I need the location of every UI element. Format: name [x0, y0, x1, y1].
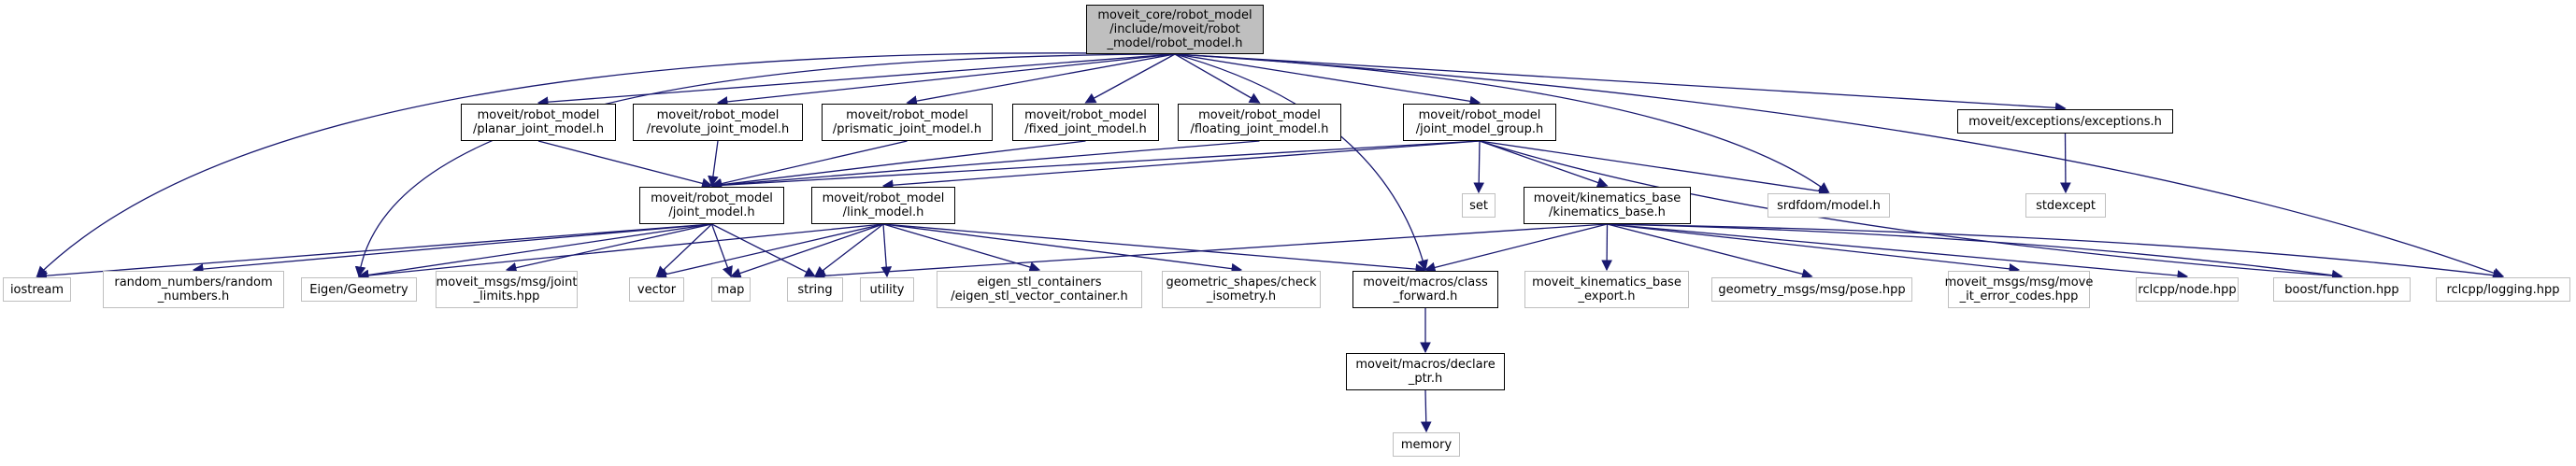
graph-node-string: string [787, 277, 843, 302]
edge-kinematics-base-h-to-class-forward-h [1424, 223, 1608, 274]
graph-node-map: map [711, 277, 751, 302]
edge-exceptions-h-to-stdexcept [2060, 133, 2071, 194]
graph-node-floating-joint-model-h[interactable]: moveit/robot_model /floating_joint_model… [1178, 104, 1341, 141]
graph-node-kinematics-base-h[interactable]: moveit/kinematics_base /kinematics_base.… [1524, 187, 1691, 224]
edge-link-model-h-to-map [729, 223, 884, 279]
graph-node-declare-ptr-h[interactable]: moveit/macros/declare _ptr.h [1346, 353, 1505, 390]
graph-node-eigen-stl-h: eigen_stl_containers /eigen_stl_vector_c… [937, 271, 1142, 308]
edge-robot-model-h-to-iostream [36, 52, 1176, 277]
graph-node-vector: vector [629, 277, 684, 302]
edge-link-model-h-to-utility [880, 223, 893, 278]
graph-node-iostream: iostream [3, 277, 71, 302]
graph-node-stdexcept: stdexcept [2025, 193, 2106, 218]
edge-robot-model-h-to-floating-joint-model-h [1174, 53, 1261, 104]
edge-link-model-h-to-string [814, 223, 884, 277]
edge-floating-joint-model-h-to-joint-model-h [710, 140, 1260, 191]
edge-robot-model-h-to-eigen-geometry [354, 53, 1176, 278]
graph-node-robot-model-h[interactable]: moveit_core/robot_model /include/moveit/… [1086, 5, 1264, 54]
edge-joint-model-h-to-random-numbers-h [192, 223, 712, 275]
graph-node-joint-model-group-h[interactable]: moveit/robot_model /joint_model_group.h [1403, 104, 1556, 141]
edge-link-model-h-to-vector [655, 223, 884, 280]
graph-node-move-it-error-codes-hpp: moveit_msgs/msg/move _it_error_codes.hpp [1945, 271, 2093, 308]
graph-node-prismatic-joint-model-h[interactable]: moveit/robot_model /prismatic_joint_mode… [822, 104, 993, 141]
edge-kinematics-base-h-to-node-hpp [1607, 223, 2189, 281]
edge-robot-model-h-to-revolute-joint-model-h [716, 53, 1176, 107]
graph-node-class-forward-h[interactable]: moveit/macros/class _forward.h [1352, 271, 1498, 308]
edge-joint-model-h-to-joint-limits-hpp [505, 223, 712, 274]
edge-joint-model-h-to-vector [655, 223, 712, 277]
graph-node-fixed-joint-model-h[interactable]: moveit/robot_model /fixed_joint_model.h [1012, 104, 1159, 141]
edge-kinematics-base-h-to-move-it-error-codes-hpp [1607, 223, 2021, 275]
graph-node-random-numbers-h: random_numbers/random _numbers.h [103, 271, 284, 308]
graph-node-node-hpp: rclcpp/node.hpp [2136, 277, 2239, 302]
graph-node-joint-model-h[interactable]: moveit/robot_model /joint_model.h [639, 187, 784, 224]
edge-robot-model-h-to-joint-model-group-h [1174, 53, 1481, 107]
edge-kinematics-base-h-to-pose-hpp [1607, 223, 1813, 280]
graph-node-exceptions-h[interactable]: moveit/exceptions/exceptions.h [1957, 109, 2173, 134]
graph-node-kinematics-base-export-h: moveit_kinematics_base _export.h [1524, 271, 1689, 308]
edge-joint-model-group-h-to-joint-model-h [710, 140, 1481, 191]
graph-node-link-model-h[interactable]: moveit/robot_model /link_model.h [811, 187, 955, 224]
edge-robot-model-h-to-prismatic-joint-model-h [906, 53, 1176, 106]
graph-node-memory: memory [1393, 432, 1460, 457]
edge-joint-model-h-to-eigen-geometry [357, 223, 712, 281]
edge-kinematics-base-h-to-kinematics-base-export-h [1601, 223, 1612, 272]
edge-link-model-h-to-eigen-stl-h [882, 223, 1041, 273]
graph-node-pose-hpp: geometry_msgs/msg/pose.hpp [1711, 277, 1912, 302]
edge-prismatic-joint-model-h-to-joint-model-h [710, 140, 908, 190]
edge-link-model-h-to-class-forward-h [882, 223, 1427, 275]
edge-declare-ptr-h-to-memory [1420, 389, 1432, 433]
graph-node-function-hpp: boost/function.hpp [2273, 277, 2411, 302]
edge-robot-model-h-to-planar-joint-model-h [537, 53, 1176, 108]
edge-kinematics-base-h-to-function-hpp [1607, 223, 2343, 281]
edge-planar-joint-model-h-to-joint-model-h [537, 140, 713, 190]
graph-node-joint-limits-hpp: moveit_msgs/msg/joint _limits.hpp [436, 271, 578, 308]
edge-link-model-h-to-eigen-geometry [357, 223, 884, 281]
graph-node-logging-hpp: rclcpp/logging.hpp [2436, 277, 2570, 302]
edge-joint-model-group-h-to-srdfdom-model-h [1479, 140, 1830, 197]
graph-node-utility: utility [860, 277, 914, 302]
edge-link-model-h-to-check-isometry-h [882, 223, 1243, 275]
graph-node-set: set [1462, 193, 1496, 218]
edge-revolute-joint-model-h-to-joint-model-h [708, 140, 719, 188]
edge-robot-model-h-to-exceptions-h [1174, 53, 2067, 114]
graph-node-srdfdom-model-h: srdfdom/model.h [1767, 193, 1890, 218]
edge-joint-model-h-to-iostream [36, 223, 712, 282]
edge-joint-model-h-to-string [711, 223, 817, 277]
edge-fixed-joint-model-h-to-joint-model-h [710, 140, 1086, 191]
edge-robot-model-h-to-class-forward-h [1174, 53, 1428, 272]
edge-joint-model-group-h-to-set [1473, 140, 1485, 194]
graph-node-check-isometry-h: geometric_shapes/check _isometry.h [1162, 271, 1321, 308]
graph-node-eigen-geometry: Eigen/Geometry [301, 277, 417, 302]
edge-kinematics-base-h-to-logging-hpp [1607, 223, 2505, 281]
edge-joint-model-group-h-to-function-hpp [1479, 140, 2343, 282]
edge-joint-model-h-to-map [710, 223, 733, 278]
graph-node-revolute-joint-model-h[interactable]: moveit/robot_model /revolute_joint_model… [633, 104, 803, 141]
edge-robot-model-h-to-logging-hpp [1174, 53, 2505, 278]
edge-joint-model-group-h-to-kinematics-base-h [1479, 140, 1609, 189]
edge-joint-model-group-h-to-link-model-h [881, 140, 1481, 191]
edge-robot-model-h-to-fixed-joint-model-h [1084, 53, 1176, 104]
edge-kinematics-base-h-to-string [813, 223, 1608, 282]
graph-node-planar-joint-model-h[interactable]: moveit/robot_model /planar_joint_model.h [461, 104, 616, 141]
